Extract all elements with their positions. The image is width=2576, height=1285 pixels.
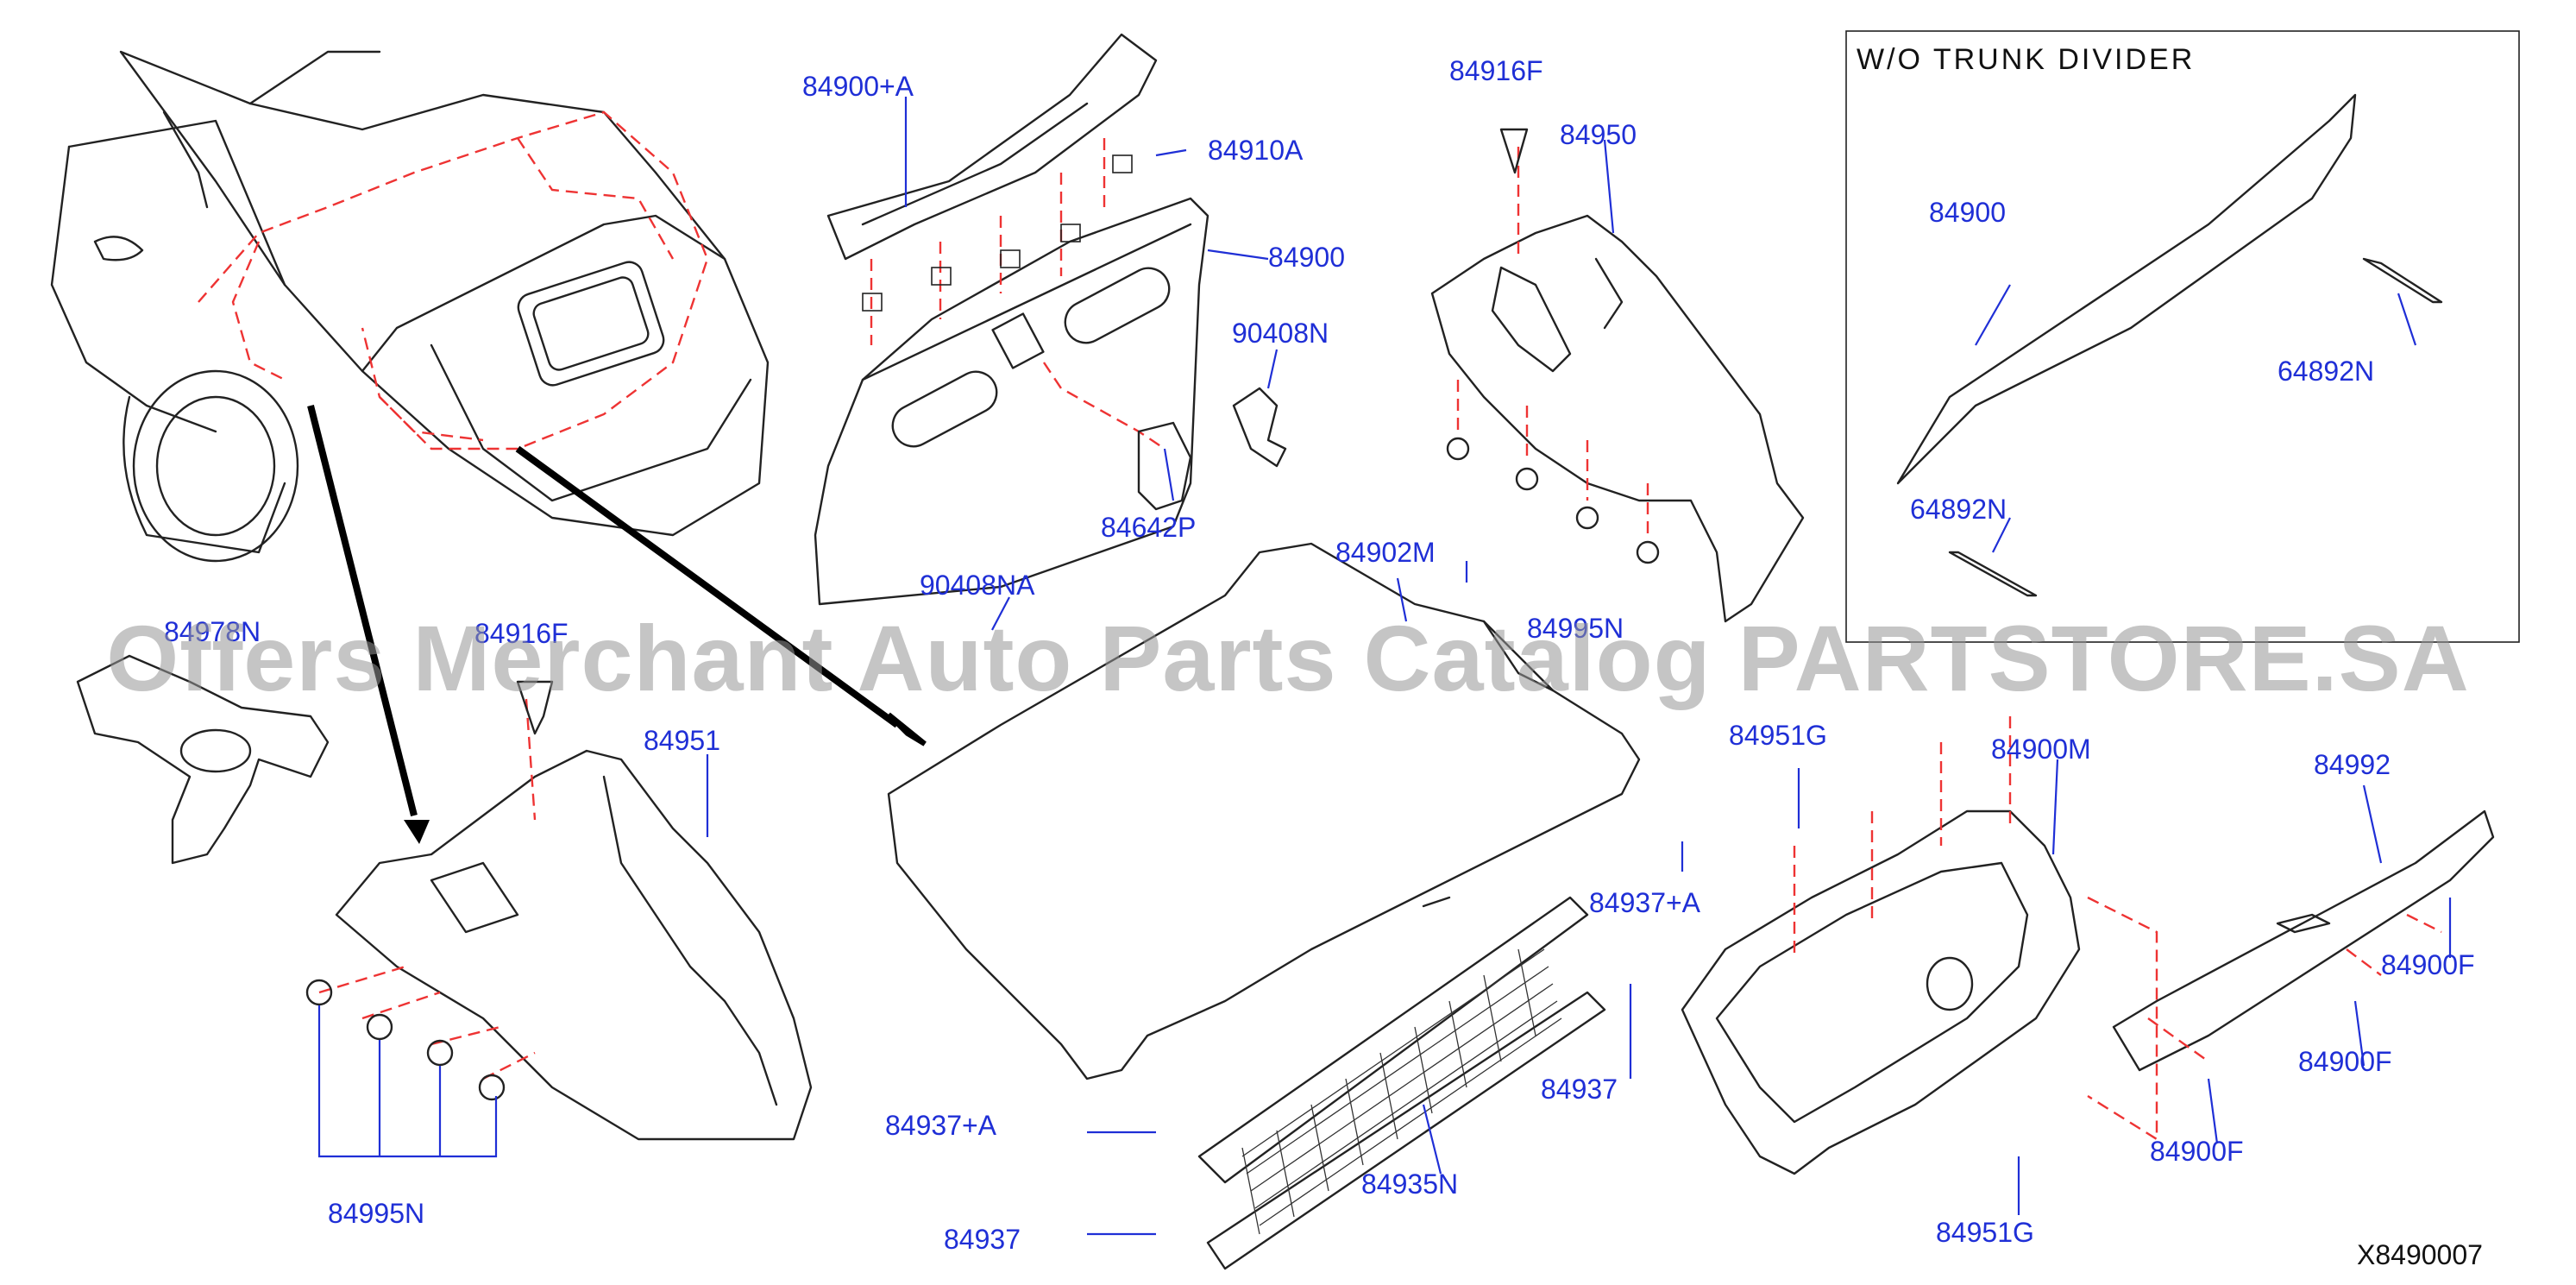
part-label-84951g-top[interactable]: 84951G xyxy=(1729,720,1827,751)
car-rear-illustration xyxy=(50,50,927,844)
part-label-84900-a[interactable]: 84900+A xyxy=(802,71,914,102)
part-label-84995n-left[interactable]: 84995N xyxy=(328,1198,425,1229)
part-label-84951[interactable]: 84951 xyxy=(644,725,720,756)
part-label-84900m[interactable]: 84900M xyxy=(1991,734,2091,765)
part-label-90408na[interactable]: 90408NA xyxy=(920,570,1035,601)
side-trim-right xyxy=(1430,128,1805,623)
lid-finisher xyxy=(1681,716,2495,1175)
part-label-64892n-a[interactable]: 64892N xyxy=(2278,356,2375,387)
part-label-84642p[interactable]: 84642P xyxy=(1101,512,1197,543)
side-trim-left xyxy=(305,680,813,1158)
inset-title: W/O TRUNK DIVIDER xyxy=(1857,43,2196,76)
part-label-84900f-b[interactable]: 84900F xyxy=(2298,1046,2392,1077)
part-label-84916f-left[interactable]: 84916F xyxy=(474,618,569,649)
part-label-84900[interactable]: 84900 xyxy=(1268,242,1345,273)
part-label-84951g-bottom[interactable]: 84951G xyxy=(1936,1217,2034,1248)
trunk-floor-board xyxy=(887,542,1641,1080)
part-label-84995n-right[interactable]: 84995N xyxy=(1527,613,1624,644)
leader-lines xyxy=(706,97,2452,1236)
inset-box xyxy=(1845,30,2520,643)
part-label-84950[interactable]: 84950 xyxy=(1560,119,1637,150)
clip-84978n xyxy=(76,654,330,865)
part-label-84937-right[interactable]: 84937 xyxy=(1541,1074,1618,1105)
part-label-84937-a-right[interactable]: 84937+A xyxy=(1589,887,1701,918)
part-label-84900-inset[interactable]: 84900 xyxy=(1929,197,2006,228)
part-label-84916f-top[interactable]: 84916F xyxy=(1449,55,1543,86)
part-label-84935n[interactable]: 84935N xyxy=(1361,1168,1459,1200)
part-label-84992[interactable]: 84992 xyxy=(2314,749,2391,780)
part-label-64892n-b[interactable]: 64892N xyxy=(1910,494,2007,525)
trunk-back-panel xyxy=(814,33,1287,606)
part-label-84902m[interactable]: 84902M xyxy=(1335,537,1436,568)
part-label-84900f-a[interactable]: 84900F xyxy=(2381,949,2475,980)
part-label-84937-left[interactable]: 84937 xyxy=(944,1224,1021,1255)
part-label-90408n[interactable]: 90408N xyxy=(1232,318,1329,349)
part-label-84937-a-left[interactable]: 84937+A xyxy=(885,1110,997,1141)
part-label-84910a[interactable]: 84910A xyxy=(1208,135,1304,166)
cargo-net xyxy=(1197,896,1606,1270)
part-label-84978n[interactable]: 84978N xyxy=(164,616,261,647)
part-label-84900f-c[interactable]: 84900F xyxy=(2150,1136,2244,1167)
diagram-code: X8490007 xyxy=(2357,1239,2483,1270)
